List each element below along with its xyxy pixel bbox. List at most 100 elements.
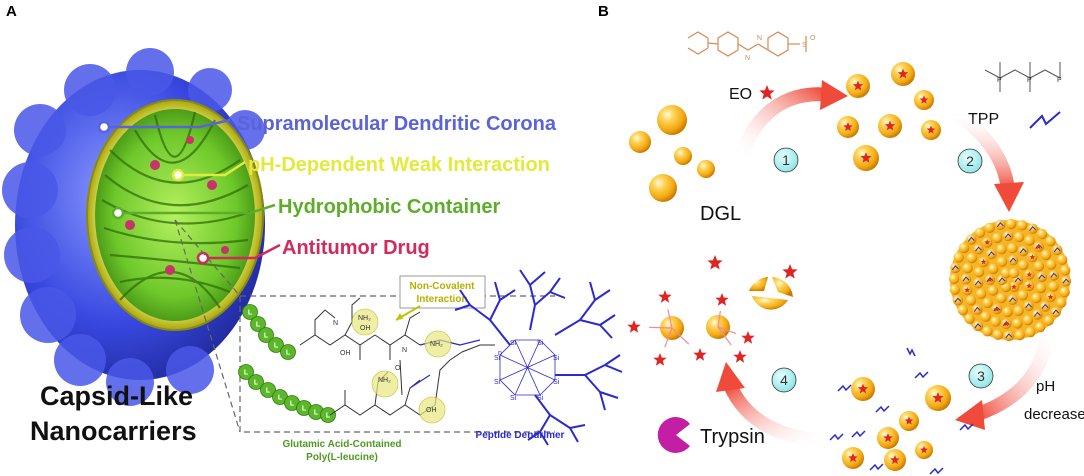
chem-si-1: Si xyxy=(510,340,517,347)
cluster-sphere xyxy=(975,288,987,299)
dgl-sphere xyxy=(649,174,677,202)
cluster-sphere xyxy=(1050,306,1062,318)
tpp-fragment-icon xyxy=(829,433,844,441)
tpp-zigzag-icon xyxy=(1029,111,1061,129)
leucine-residue-label: L xyxy=(286,350,291,357)
cluster-sphere xyxy=(1018,259,1029,271)
drug-star-icon xyxy=(926,125,936,134)
cluster-tpp-mark xyxy=(1009,257,1017,263)
cluster-sphere xyxy=(966,252,978,264)
leucine-residue xyxy=(250,316,266,332)
chem-o-a: O xyxy=(395,365,401,372)
cluster-tpp-mark xyxy=(1019,248,1027,254)
drug-star-icon xyxy=(857,383,869,394)
released-star-icon xyxy=(627,320,641,333)
cluster-star xyxy=(1003,320,1010,327)
cluster-tpp-mark xyxy=(1014,277,1022,283)
cluster-sphere xyxy=(1048,270,1060,281)
tpp-fragment-icon xyxy=(959,423,974,431)
leucine-residue xyxy=(320,407,336,423)
cluster-sphere xyxy=(996,292,1007,304)
cluster-sphere xyxy=(1025,327,1036,338)
cluster-sphere xyxy=(1027,223,1038,234)
label-decrease: decrease xyxy=(1024,406,1084,423)
chem-n-subscript: n xyxy=(498,350,502,357)
cluster-sphere xyxy=(1035,282,1047,294)
cluster-tpp-mark xyxy=(1029,225,1036,231)
cluster-sphere xyxy=(1040,249,1052,261)
label-interaction: Interaction xyxy=(416,294,467,305)
chem-nh2-a: NH₂ xyxy=(358,315,371,322)
tpp-chem-p-2: P xyxy=(1027,77,1032,84)
step-4-badge: 4 xyxy=(771,367,797,393)
drug-star-icon xyxy=(897,68,909,79)
cluster-tpp-mark xyxy=(1050,272,1058,278)
svg-text:4: 4 xyxy=(780,372,788,388)
label-dgl: DGL xyxy=(700,203,741,225)
cluster-sphere xyxy=(966,234,977,245)
label-trypsin: Trypsin xyxy=(700,426,765,448)
cluster-sphere xyxy=(949,284,960,295)
released-star-icon xyxy=(658,290,672,303)
released-star-icon xyxy=(693,348,707,361)
leucine-residue xyxy=(242,304,258,320)
label-eo: EO xyxy=(729,86,752,103)
arrow-step-2-head xyxy=(994,182,1024,212)
cluster-sphere xyxy=(1006,218,1017,230)
cluster-star xyxy=(1026,271,1033,278)
cluster-sphere xyxy=(986,248,997,260)
release-arrow xyxy=(667,309,673,329)
tpp-fragments xyxy=(829,347,974,475)
cluster-sphere xyxy=(984,222,995,233)
panel-b: B N N S O EO P P P TPP DGL xyxy=(598,3,1084,475)
eo-chem-n-2: N xyxy=(757,35,762,42)
capsid-body xyxy=(2,48,265,406)
release-arrow xyxy=(671,327,690,345)
cluster-sphere xyxy=(957,304,968,316)
leucine-residue xyxy=(260,382,276,398)
tpp-fragment-icon xyxy=(837,384,852,392)
leucine-residue-label: L xyxy=(278,395,283,402)
label-pointers xyxy=(97,118,281,265)
leucine-residue xyxy=(238,364,254,380)
tpp-fragment-icon xyxy=(875,405,890,413)
tpp-fragment-icon xyxy=(906,347,916,357)
leucine-residue-label: L xyxy=(290,401,295,408)
cluster-sphere xyxy=(1031,292,1042,304)
released-star-icon xyxy=(733,350,747,363)
release-arrow xyxy=(664,327,673,348)
nanocarrier-cluster xyxy=(948,218,1072,342)
cluster-tpp-mark xyxy=(988,251,995,257)
cluster-sphere xyxy=(1003,330,1014,342)
eo-chem-s: S xyxy=(802,42,807,49)
peptide-dendrimer xyxy=(454,269,623,446)
chem-n-b: N xyxy=(402,347,407,354)
drug-star-icon xyxy=(932,392,944,403)
non-covalent-box: Non-Covalent Interaction xyxy=(395,275,486,321)
cluster-star xyxy=(987,276,993,283)
eo-chem-n-1: N xyxy=(745,55,750,62)
released-star-icon xyxy=(715,293,729,306)
cluster-sphere xyxy=(1036,271,1048,283)
cluster-sphere xyxy=(973,277,984,289)
cluster-sphere xyxy=(1060,276,1072,287)
release-arrow xyxy=(649,326,673,329)
tpp-chem-p-1: P xyxy=(997,77,1002,84)
step-1-badge: 1 xyxy=(773,147,799,173)
arrow-step-1 xyxy=(733,87,831,163)
cluster-sphere xyxy=(1033,261,1045,272)
trypsin-pacman-icon xyxy=(657,417,690,454)
cluster-tpp-mark xyxy=(1052,309,1060,315)
sphere-layer xyxy=(629,62,951,471)
title-nanocarriers: Nanocarriers xyxy=(30,416,197,446)
cluster-sphere xyxy=(972,320,984,332)
svg-text:2: 2 xyxy=(966,153,974,169)
label-peptide-dendrimer: Peptide Dendrimer xyxy=(476,430,565,441)
cluster-star xyxy=(980,258,987,265)
cluster-sphere xyxy=(996,256,1008,267)
cluster-sphere xyxy=(953,252,964,263)
cluster-tpp-mark xyxy=(1062,278,1070,284)
cluster-sphere xyxy=(974,227,986,238)
cluster-sphere xyxy=(1008,267,1020,279)
cluster-tpp-mark xyxy=(1041,303,1049,309)
